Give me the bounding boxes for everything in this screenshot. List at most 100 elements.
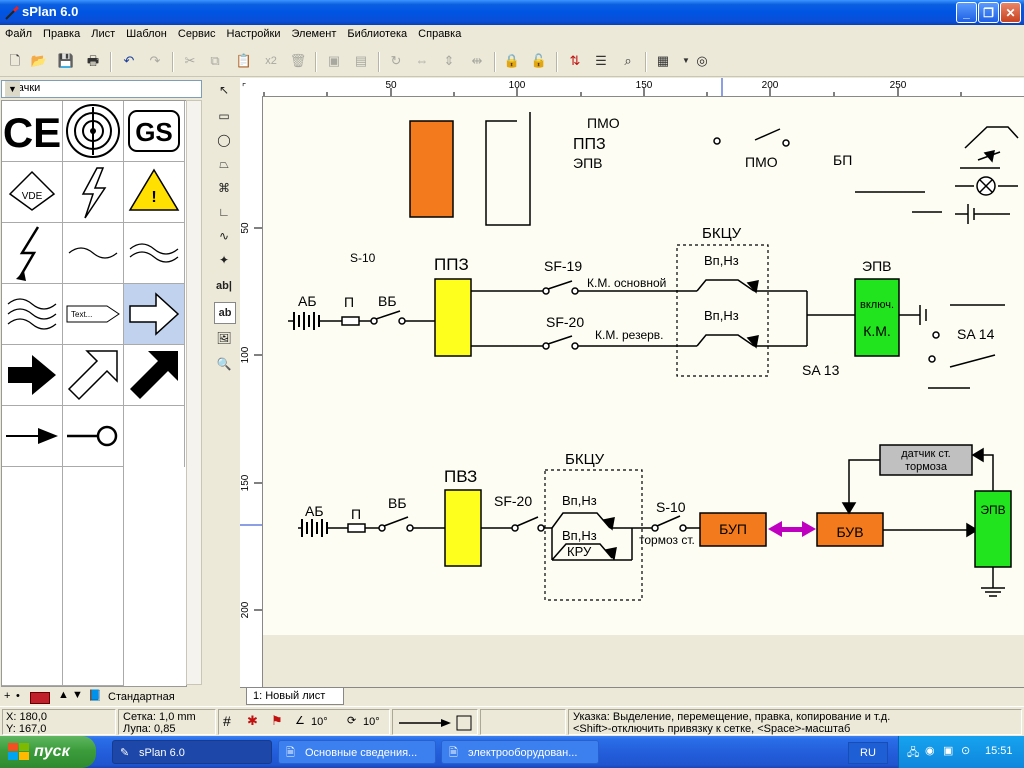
cut-icon[interactable]: ✂	[184, 53, 196, 68]
symbol-line-circle[interactable]	[63, 406, 124, 467]
menu-service[interactable]: Сервис	[177, 28, 216, 40]
start-button[interactable]: пуск	[0, 736, 96, 768]
add-icon[interactable]: +	[4, 690, 11, 702]
symbol-antenna[interactable]	[63, 101, 124, 162]
rotate-icon[interactable]: ↻	[390, 53, 402, 68]
junction-icon[interactable]: ✦	[218, 253, 230, 267]
save-icon[interactable]: 💾	[57, 53, 75, 68]
menu-edit[interactable]: Правка	[43, 28, 81, 40]
grid-icon[interactable]: ▦	[656, 53, 670, 68]
tab-sheet-1[interactable]: 1: Новый лист	[246, 688, 345, 705]
zoom-tool-icon[interactable]: 🔍	[216, 357, 232, 371]
symbol-arrow-filled[interactable]	[2, 345, 63, 406]
task-word-2[interactable]: 🗎 электрооборудован...	[441, 740, 599, 764]
label-brake: тормоз ст.	[639, 533, 695, 547]
task-word-1[interactable]: 🗎 Основные сведения...	[278, 740, 436, 764]
library-color-icon[interactable]	[30, 692, 50, 704]
unlock-icon[interactable]: 🔓	[530, 53, 548, 68]
schematic[interactable]: ПМО ППЗ ЭПВ ПМО БП S-10 АБ П ВБ ППЗ SF-1…	[0, 0, 1024, 690]
media-icon[interactable]: ⊙	[961, 745, 971, 757]
new-file-icon[interactable]: 🗋	[9, 53, 21, 68]
down-arrow-icon[interactable]: ▼	[72, 689, 83, 701]
paste-icon[interactable]: 📋	[235, 53, 253, 68]
mirror-h-icon[interactable]: ⇔	[415, 53, 429, 68]
snap-pin-icon[interactable]: ⚑	[271, 713, 283, 728]
menu-file[interactable]: Файл	[5, 28, 33, 40]
ellipse-icon[interactable]: ◯	[217, 133, 231, 147]
undo-icon[interactable]: ↶	[123, 53, 135, 68]
copy-icon[interactable]: ⧉	[210, 53, 220, 68]
symbol-warning[interactable]: !	[124, 162, 185, 223]
mirror-v-icon[interactable]: ⇕	[443, 53, 455, 68]
antivirus-icon[interactable]: ▣	[943, 745, 954, 757]
symbol-gs[interactable]: GS	[124, 101, 185, 162]
search-icon[interactable]: ⌕	[624, 53, 632, 68]
symbol-wave[interactable]	[63, 223, 124, 284]
network-icon[interactable]: 🖧	[907, 747, 920, 759]
rectangle-icon[interactable]: ▭	[218, 109, 230, 123]
sheet-paper[interactable]	[263, 97, 1024, 635]
minimize-button[interactable]: _	[956, 2, 977, 23]
align-icon[interactable]: ⇹	[471, 53, 483, 68]
volume-icon[interactable]: ◉	[925, 745, 935, 757]
print-icon[interactable]: 🖶	[86, 53, 100, 68]
duplicate-icon[interactable]: x2	[265, 55, 277, 67]
bup-block[interactable]	[699, 512, 767, 547]
symbol-double-wave[interactable]	[124, 223, 185, 284]
label-ab-bottom: АБ	[305, 503, 324, 519]
up-arrow-icon[interactable]: ▲	[58, 689, 69, 701]
menu-help[interactable]: Справка	[418, 28, 462, 40]
epv-switch-block[interactable]	[854, 278, 900, 357]
symbol-vde[interactable]: VDE	[2, 162, 63, 223]
grid-snap-icon[interactable]: #	[223, 713, 231, 729]
symbol-arrow-outline[interactable]	[124, 284, 185, 345]
ppz-block[interactable]	[434, 278, 472, 357]
sensor-block[interactable]	[879, 444, 973, 476]
menu-library[interactable]: Библиотека	[347, 28, 408, 40]
angle-icon[interactable]: ∠	[295, 715, 305, 727]
to-back-icon[interactable]: ▤	[354, 53, 368, 68]
symbol-arrow-diagonal[interactable]	[63, 345, 124, 406]
rotate-step-icon[interactable]: ⟳	[347, 715, 357, 727]
text-tool-icon[interactable]: ab|	[216, 280, 232, 292]
line-arrow-style-icon[interactable]	[397, 714, 475, 732]
menu-template[interactable]: Шаблон	[126, 28, 167, 40]
polygon-icon[interactable]: ⏢	[219, 157, 229, 171]
snap-icon[interactable]: ✱	[247, 713, 258, 728]
to-front-icon[interactable]: ▣	[327, 53, 341, 68]
menu-settings[interactable]: Настройки	[226, 28, 281, 40]
open-folder-icon[interactable]: 📂	[30, 53, 48, 68]
pointer-icon[interactable]: ↖	[218, 83, 230, 97]
remove-icon[interactable]: •	[16, 690, 20, 702]
menu-element[interactable]: Элемент	[291, 28, 337, 40]
language-indicator[interactable]: RU	[848, 742, 888, 764]
symbol-lightning-arrow[interactable]	[2, 223, 63, 284]
symbol-ce[interactable]: CE	[2, 101, 63, 162]
lock-icon[interactable]: 🔒	[503, 53, 521, 68]
library-scrollbar[interactable]	[186, 100, 202, 685]
symbol-triple-wave[interactable]	[2, 284, 63, 345]
numbering-icon[interactable]: ⇅	[569, 53, 581, 68]
chevron-down-icon[interactable]: ▼	[682, 56, 690, 65]
library-select[interactable]: Значки ▼	[1, 80, 202, 98]
symbol-lightning[interactable]	[63, 162, 124, 223]
pvz-block[interactable]	[444, 489, 482, 567]
list-icon[interactable]: ☰	[595, 53, 607, 68]
maximize-button[interactable]: ❐	[978, 2, 999, 23]
zoom-icon[interactable]: ◎	[696, 53, 708, 68]
bezier-icon[interactable]: ∿	[218, 229, 230, 243]
line-style-panel[interactable]	[392, 709, 478, 735]
line-icon[interactable]: ∟	[218, 205, 230, 219]
image-icon[interactable]: 🖼	[216, 331, 232, 345]
textbox-tool-icon[interactable]: ab	[214, 302, 236, 324]
symbol-line-arrow[interactable]	[2, 406, 63, 467]
redo-icon[interactable]: ↷	[149, 53, 161, 68]
close-button[interactable]: ✕	[1000, 2, 1021, 23]
symbol-arrow-diagonal-filled[interactable]	[124, 345, 185, 406]
task-splan[interactable]: ✎ sPlan 6.0	[112, 740, 272, 764]
symbol-text-arrow[interactable]: Text...	[63, 284, 124, 345]
menu-sheet[interactable]: Лист	[91, 28, 116, 40]
chevron-down-icon[interactable]: ▼	[5, 81, 20, 97]
polyline-icon[interactable]: ⌘	[218, 181, 230, 195]
delete-icon[interactable]: 🗑	[289, 53, 307, 68]
